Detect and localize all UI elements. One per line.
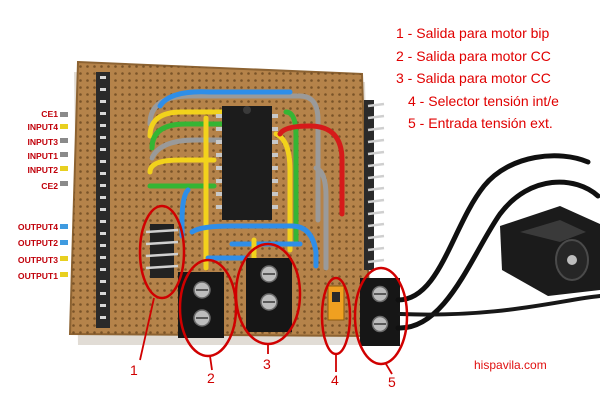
legend: 1 - Salida para motor bip 2 - Salida par…	[396, 22, 600, 135]
wire-blue-top	[157, 89, 293, 109]
callout-leaders	[139, 297, 393, 375]
wire-green-1	[149, 121, 235, 151]
callout-number-1: 1	[130, 362, 138, 378]
pin-label-ce1: CE1	[41, 109, 58, 119]
power-cable	[395, 153, 600, 331]
callout-number-3: 3	[263, 356, 271, 372]
callout-circles	[138, 204, 409, 366]
pin-label-output4: OUTPUT4	[17, 222, 58, 232]
right-pin-header	[364, 100, 374, 270]
wire-yellow-1	[147, 109, 235, 139]
site-credit: hispavila.com	[474, 358, 547, 372]
pin-label-output3: OUTPUT3	[17, 255, 58, 265]
ic-chip	[222, 106, 272, 220]
ic-pins	[216, 114, 278, 209]
callout-number-4: 4	[331, 372, 339, 388]
callout-circle-1	[138, 204, 186, 300]
callout-circle-5	[353, 266, 409, 366]
wire-gray-1	[147, 93, 321, 223]
callout-number-5: 5	[388, 374, 396, 390]
pin-label-input1: INPUT1	[27, 151, 58, 161]
legend-item-4: 4 - Selector tensión int/e	[408, 92, 559, 109]
left-pin-header	[96, 72, 110, 328]
pin-label-output1: OUTPUT1	[17, 271, 58, 281]
jumper-wires	[147, 89, 345, 271]
wire-blue-2	[189, 223, 319, 269]
wire-green-long	[283, 109, 299, 243]
pin-label-output2: OUTPUT2	[17, 238, 58, 248]
stepper-header	[150, 224, 174, 278]
wire-blue-1	[179, 187, 191, 239]
stepper-header-pins	[145, 228, 179, 270]
pin-label-input4: INPUT4	[27, 122, 58, 132]
legend-item-3: 3 - Salida para motor CC	[396, 70, 551, 86]
legend-item-1: 1 - Salida para motor bip	[396, 25, 550, 41]
left-pin-header-pins	[100, 76, 106, 319]
voltage-jumper	[327, 285, 345, 321]
legend-item-2: 2 - Salida para motor CC	[396, 47, 551, 64]
callout-number-2: 2	[207, 370, 215, 386]
pin-label-input3: INPUT3	[27, 137, 58, 147]
wire-red	[277, 123, 345, 217]
right-pin-header-pins	[367, 102, 385, 264]
wire-gray-2	[149, 137, 227, 161]
pin-markers	[60, 112, 68, 277]
pin-label-ce2: CE2	[41, 181, 58, 191]
legend-item-5: 5 - Entrada tensión ext.	[408, 115, 553, 131]
wire-gray-3	[313, 165, 329, 271]
pin-label-input2: INPUT2	[27, 165, 58, 175]
wire-yellow-2	[147, 157, 217, 175]
ic-notch	[243, 106, 251, 114]
